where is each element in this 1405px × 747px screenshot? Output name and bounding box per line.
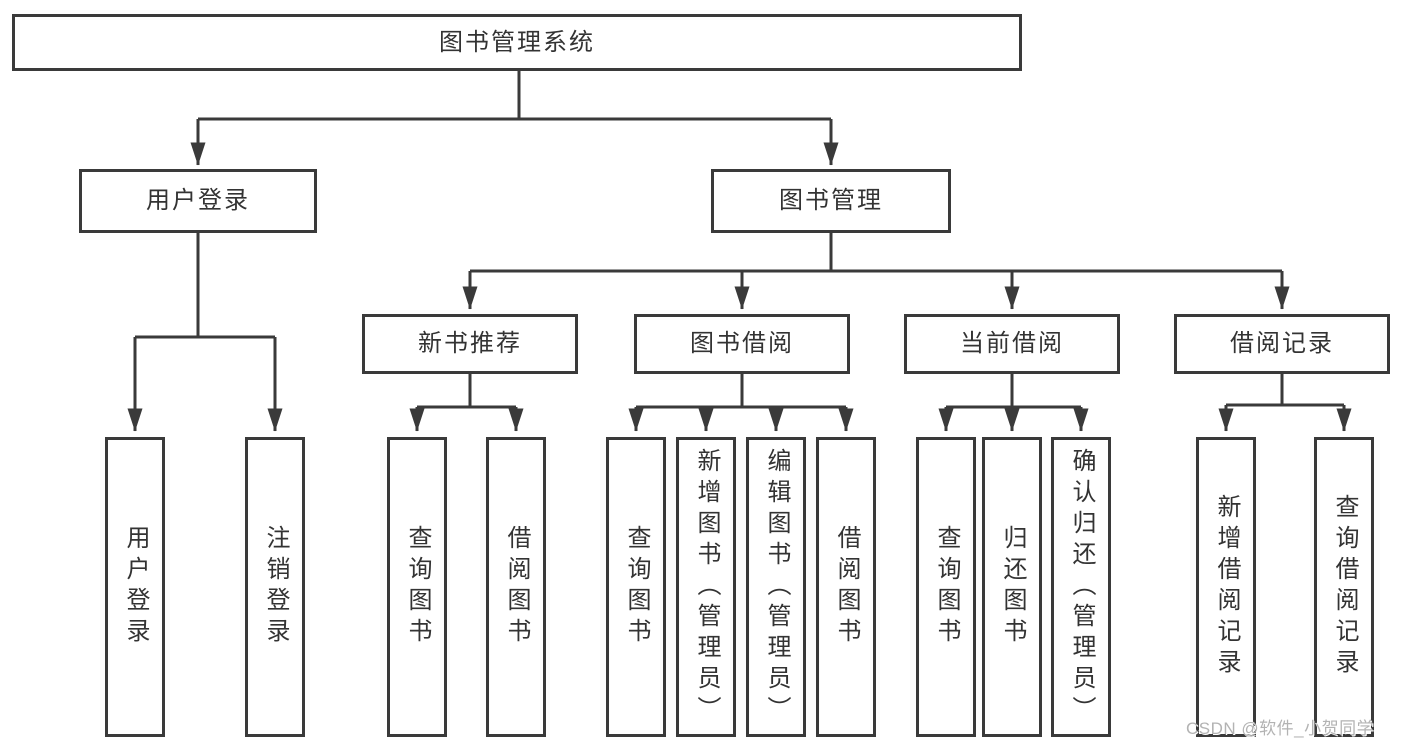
leaf-logout-label: 注销登录: [262, 525, 289, 649]
leaf-return-books-label: 归还图书: [999, 525, 1026, 649]
leaf-return-books: 归还图书: [982, 437, 1042, 737]
leaf-edit-books-admin-label: 编辑图书（管理员）: [763, 447, 790, 727]
leaf-add-books-admin: 新增图书（管理员）: [676, 437, 736, 737]
node-borrowing-records-label: 借阅记录: [1230, 330, 1334, 357]
leaf-logout: 注销登录: [245, 437, 305, 737]
leaf-add-borrow-record-label: 新增借阅记录: [1213, 494, 1240, 680]
node-user-login: 用户登录: [79, 169, 317, 233]
leaf-edit-books-admin: 编辑图书（管理员）: [746, 437, 806, 737]
leaf-newbook-query-books: 查询图书: [387, 437, 447, 737]
node-book-borrowing: 图书借阅: [634, 314, 850, 374]
node-new-book-recommendation-label: 新书推荐: [418, 330, 522, 357]
node-library-system-label: 图书管理系统: [439, 28, 595, 56]
node-book-management: 图书管理: [711, 169, 951, 233]
leaf-user-login: 用户登录: [105, 437, 165, 737]
leaf-borrowing-borrow-books: 借阅图书: [816, 437, 876, 737]
leaf-query-borrow-record-label: 查询借阅记录: [1331, 494, 1358, 680]
leaf-confirm-return-admin-label: 确认归还（管理员）: [1068, 447, 1095, 727]
leaf-newbook-borrow-books: 借阅图书: [486, 437, 546, 737]
leaf-borrowing-query-books: 查询图书: [606, 437, 666, 737]
node-book-management-label: 图书管理: [779, 187, 883, 214]
leaf-current-query-books: 查询图书: [916, 437, 976, 737]
node-current-borrowing: 当前借阅: [904, 314, 1120, 374]
csdn-watermark: CSDN @软件_小贺同学: [1186, 719, 1375, 738]
node-borrowing-records: 借阅记录: [1174, 314, 1390, 374]
leaf-query-borrow-record: 查询借阅记录: [1314, 437, 1374, 737]
node-library-system: 图书管理系统: [12, 14, 1022, 71]
leaf-borrowing-borrow-books-label: 借阅图书: [833, 525, 860, 649]
leaf-user-login-label: 用户登录: [122, 525, 149, 649]
node-new-book-recommendation: 新书推荐: [362, 314, 578, 374]
leaf-add-borrow-record: 新增借阅记录: [1196, 437, 1256, 737]
node-current-borrowing-label: 当前借阅: [960, 330, 1064, 357]
node-user-login-label: 用户登录: [146, 187, 250, 214]
leaf-confirm-return-admin: 确认归还（管理员）: [1051, 437, 1111, 737]
node-book-borrowing-label: 图书借阅: [690, 330, 794, 357]
leaf-add-books-admin-label: 新增图书（管理员）: [693, 447, 720, 727]
leaf-newbook-borrow-books-label: 借阅图书: [503, 525, 530, 649]
leaf-current-query-books-label: 查询图书: [933, 525, 960, 649]
leaf-borrowing-query-books-label: 查询图书: [623, 525, 650, 649]
leaf-newbook-query-books-label: 查询图书: [404, 525, 431, 649]
